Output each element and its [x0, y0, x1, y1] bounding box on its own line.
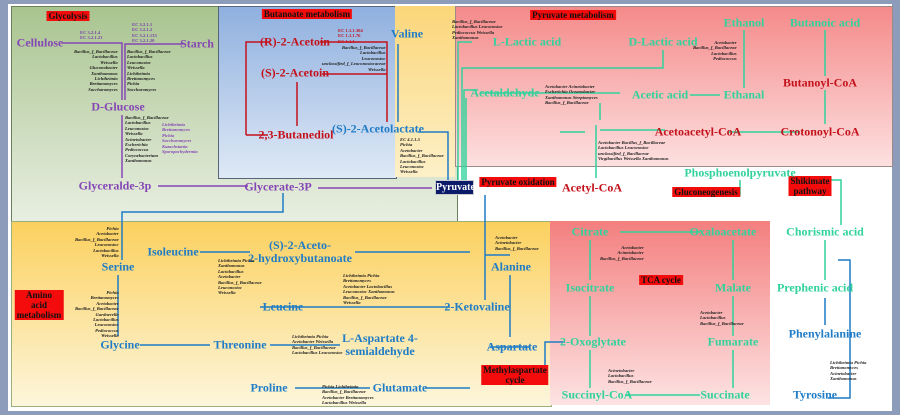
node-ethanal: Ethanal	[723, 87, 765, 102]
node-proline: Proline	[250, 380, 288, 395]
node-serine: Serine	[101, 259, 135, 274]
organism-annotation: Acetobacter Lactobacillus Bacillus_f_Bac…	[700, 310, 744, 326]
node-acetoacetyl-coa: Acetoacetyl-CoA	[654, 124, 742, 139]
organism-annotation: Lichtheimia Pichia Acetobacter Weissella…	[292, 334, 343, 356]
node-threonine: Threonine	[213, 337, 267, 352]
node-starch: Starch	[180, 36, 214, 51]
node-acetyl-coa: Acetyl-CoA	[562, 180, 622, 195]
node-ethanol: Ethanol	[723, 15, 765, 30]
organism-annotation: Bacillus_f_Bacillaceae Lactobacillus Leu…	[322, 45, 386, 72]
node-2-ketovaline: 2-Ketovaline	[444, 299, 510, 314]
node-butanoyl-coa: Butanoyl-CoA	[782, 75, 858, 90]
valine-panel	[395, 6, 455, 177]
organism-annotation: Lichtheimia Pichia Brettanomyces Acineto…	[830, 360, 867, 382]
node-alanine: Alanine	[490, 259, 532, 274]
organism-annotation: Acetobacter Bacillus_f_Bacillaceae Lacto…	[598, 140, 669, 162]
node-pep: Phosphoenolpyruvate	[684, 165, 796, 180]
node-s-acetoin: (S)-2-Acetoin	[261, 65, 329, 80]
node-isoleucine: Isoleucine	[147, 244, 199, 259]
organism-annotation: EC 4.1.1.5 Pichia Acetobacter Bacillus_f…	[400, 137, 444, 175]
node-r-acetoin: (R)-2-Acetoin	[260, 34, 330, 49]
organism-annotation: Pichia Acetobacter Bacillus_f_Bacillacea…	[75, 226, 119, 259]
section-label-methylaspartate: Methylaspartate cycle	[481, 365, 549, 385]
organism-annotation: Acetobacter Acinetobacter Bacillus_f_Bac…	[600, 245, 644, 261]
node-malate: Malate	[715, 280, 751, 295]
ec-annotation: EC 1.1.1.304 EC 1.1.1.76 EC 1.1.1.-	[338, 28, 363, 44]
section-label-shikimate: Shikimate pathway	[788, 176, 832, 196]
section-label-pyruvate-oxidation: Pyruvate oxidation	[479, 177, 557, 187]
section-label-tca: TCA cycle	[639, 275, 683, 285]
organism-annotation: Acinetobacter Lactobacillus Bacillus_f_B…	[608, 368, 652, 384]
node-prephenic: Prephenic acid	[776, 280, 854, 295]
node-chorismic: Chorismic acid	[786, 224, 864, 239]
organism-annotation: Acetobacter Acinetobacter Escherichia Oc…	[545, 84, 598, 106]
node-acetaldehyde: Acetaldehyde	[470, 85, 540, 100]
node-glyceralde-3p: Glyceralde-3p	[78, 178, 152, 193]
section-label-gluconeogenesis: Gluconeogenesis	[672, 187, 740, 197]
section-label-pyruvate-metabolism: Pyruvate metabolism	[530, 10, 616, 20]
section-label-glycolysis: Glycolysis	[46, 11, 90, 21]
butanoate-panel	[218, 6, 397, 179]
node-butanoic: Butanoic acid	[789, 15, 861, 30]
node-acetic: Acetic acid	[631, 87, 689, 102]
node-d-glucose: D-Glucose	[91, 99, 145, 114]
node-tyrosine: Tyrosine	[792, 387, 838, 402]
node-pyruvate: Pyruvate	[435, 180, 475, 195]
node-glycine: Glycine	[100, 337, 140, 352]
organism-annotation: Bacillus_f_Bacillaceae Lactobacillus Leu…	[125, 115, 169, 164]
node-glycerate-3p: Glycerate-3P	[244, 179, 312, 194]
node-fumarate: Fumarate	[707, 334, 759, 349]
node-crotonoyl-coa: Crotonoyl-CoA	[780, 124, 860, 139]
pyruvate-metabolism-panel	[455, 6, 893, 167]
organism-annotation: Acetobacter Acinetobacter Bacillus_f_Bac…	[495, 235, 539, 251]
node-butanediol: 2,3-Butanediol	[258, 127, 334, 142]
organism-annotation: Lichtheimia Pichia Xanthomonas Lactobaci…	[218, 258, 262, 296]
node-aspartate: Aspartate	[486, 339, 538, 354]
node-isocitrate: Isocitrate	[565, 280, 615, 295]
ec-annotation: EC 3.2.1.4 EC 3.2.1.21	[80, 30, 103, 41]
node-succinate: Succinate	[700, 387, 750, 402]
organism-annotation: Bacillus_f_Bacillaceae Lactobacillus Wei…	[74, 49, 118, 92]
organism-annotation: Acetobacter Bacillus_f_Bacillaceae Lacto…	[693, 40, 737, 62]
organism-annotation: Bacillus_f_Bacillaceae Lactobacillus Leu…	[452, 19, 503, 41]
node-oxaloacetate: Oxaloacetate	[689, 224, 757, 239]
node-leucine: Leucine	[262, 299, 304, 314]
node-cellulose: Cellulose	[16, 35, 64, 50]
node-2-oxoglytate: 2-Oxoglytate	[560, 334, 626, 349]
node-aspartate-semialdehyde: L-Aspartate 4- semialdehyde	[342, 331, 418, 358]
ec-annotation: EC 3.2.1.1 EC 3.2.1.2 EC 3.2.1.133 EC 3.…	[132, 22, 157, 44]
node-aceto-hydroxybutanoate: (S)-2-Aceto- 2-hydroxybutanoate	[248, 238, 352, 265]
organism-annotation: Lichtheimia Pichia Brettanomyces Acetoba…	[343, 273, 395, 306]
section-label-butanoate: Butanoate metabolism	[261, 9, 353, 19]
section-label-amino-acid: Amino acid metabolism	[14, 290, 64, 320]
node-d-lactic: D-Lactic acid	[628, 34, 698, 49]
node-l-lactic: L-Lactic acid	[492, 34, 562, 49]
organism-annotation: Pichia Lichtheimia Bacillus_f_Bacillacea…	[322, 384, 374, 406]
node-valine: Valine	[390, 26, 424, 41]
organism-annotation: Lichtheimia Brettanomyces Pichia Sacchar…	[162, 122, 198, 155]
organism-annotation: Bacillus_f_Bacillaceae Lactobacillus Leu…	[127, 49, 171, 92]
node-acetolactate: (S)-2-Acetolactate	[332, 121, 424, 136]
node-phenylalanine: Phenylalanine	[788, 326, 862, 341]
node-citrate: Citrate	[571, 224, 609, 239]
node-succinyl-coa: Succinyl-CoA	[561, 387, 633, 402]
node-glutamate: Glutamate	[372, 380, 428, 395]
organism-annotation: Pichia Brettanomyces Acetobacter Bacillu…	[75, 290, 119, 339]
